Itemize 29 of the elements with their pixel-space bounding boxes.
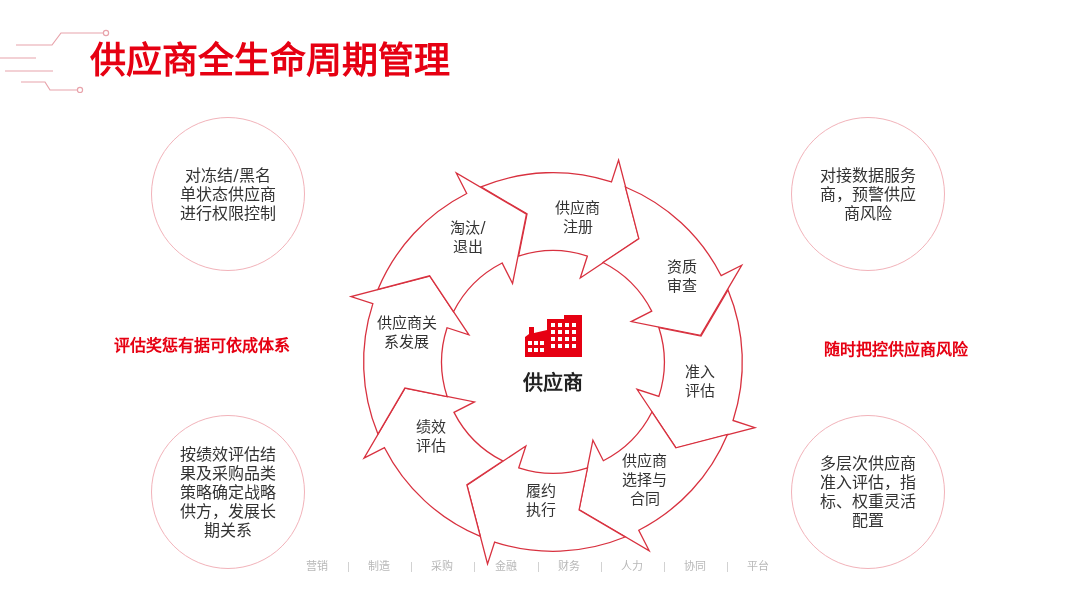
step-label: 履约执行: [526, 482, 556, 520]
step-label: 供应商注册: [555, 199, 601, 237]
cycle-step: [363, 387, 504, 538]
cycle-step: [377, 172, 528, 313]
hub-label: 供应商: [523, 371, 583, 395]
footer-item: 金融: [495, 560, 517, 574]
step-label: 供应商关系发展: [377, 314, 437, 352]
circle-text: 对冻结/黑名单状态供应商进行权限控制: [180, 165, 276, 223]
footer-item: 平台: [747, 560, 769, 574]
highlight-text: 随时把控供应商风险: [824, 340, 968, 360]
cycle-step: [578, 411, 729, 552]
circle-text: 对接数据服务商，预警供应商风险: [820, 165, 916, 223]
footer-item: 人力: [621, 560, 643, 574]
step-label: 绩效评估: [416, 418, 446, 456]
cycle-step: [350, 274, 471, 436]
footer-item: 营销: [306, 560, 328, 574]
step-label: 供应商选择与合同: [622, 451, 668, 509]
footer-item: 协同: [684, 560, 706, 574]
step-label: 准入评估: [685, 363, 715, 401]
circle-text: 多层次供应商准入评估，指标、权重灵活配置: [820, 454, 916, 530]
title: 供应商全生命周期管理: [90, 39, 450, 83]
circle-text: 按绩效评估结果及采购品类策略确定战略供方，发展长期关系: [180, 444, 276, 540]
highlight-text: 评估奖惩有据可依成体系: [114, 336, 290, 356]
step-label: 淘汰/退出: [449, 219, 487, 257]
footer-item: 财务: [558, 560, 580, 574]
step-label: 资质审查: [667, 258, 697, 296]
cycle-step: [602, 186, 743, 337]
footer-item: 采购: [431, 560, 453, 574]
footer-item: 制造: [368, 560, 390, 574]
